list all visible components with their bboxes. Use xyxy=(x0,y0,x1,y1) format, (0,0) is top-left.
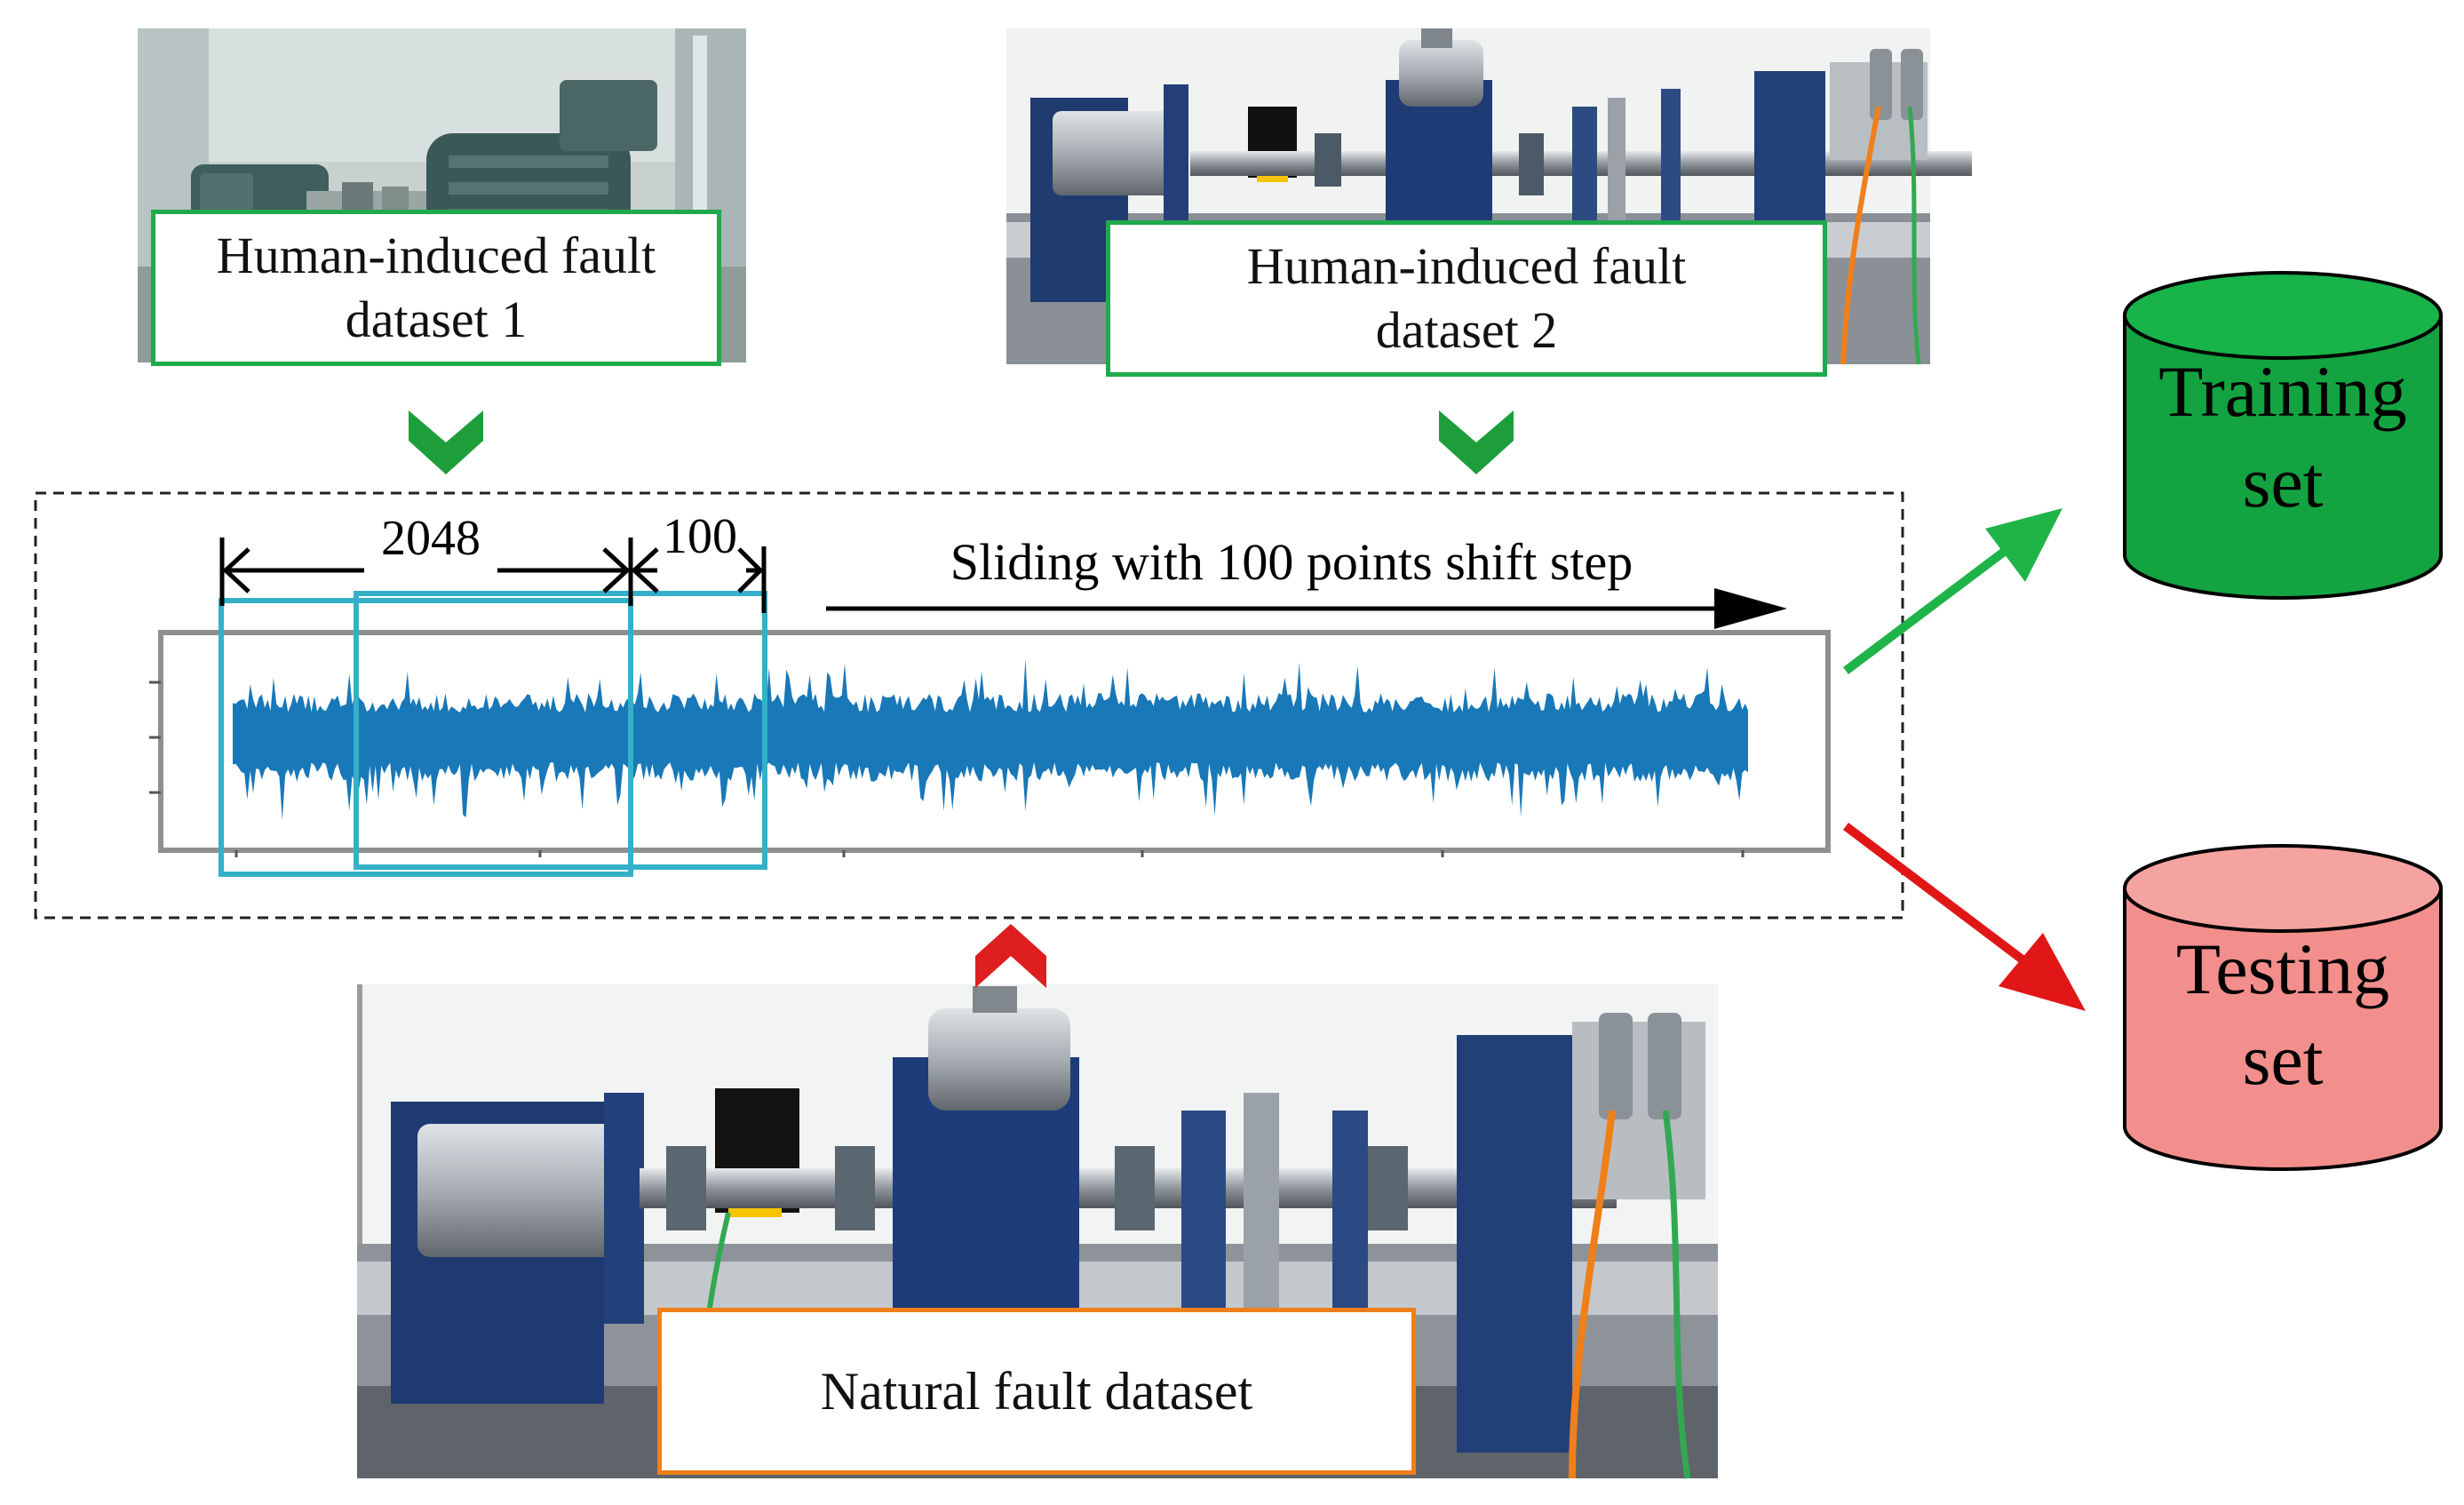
sliding-window-1 xyxy=(219,598,633,877)
sliding-window-2 xyxy=(354,591,767,870)
signal-plot xyxy=(149,630,1831,857)
dataset2-label-line1: Human-induced fault xyxy=(1246,236,1687,295)
window-size-dimension xyxy=(219,538,633,606)
testing-set-label-line2: set xyxy=(2242,1019,2323,1100)
signal-processing-frame xyxy=(34,491,1904,920)
training-set-label-line1: Training xyxy=(2158,351,2406,432)
dataset2-label: Human-induced fault dataset 2 xyxy=(1106,220,1827,377)
shift-size-dimension xyxy=(631,546,767,613)
window-size-label: 2048 xyxy=(381,511,481,566)
dataset1-label-line2: dataset 1 xyxy=(345,291,528,348)
shift-size-label: 100 xyxy=(663,509,737,564)
training-set-database-icon xyxy=(2123,271,2443,600)
vibration-signal-waveform xyxy=(233,658,1748,820)
to-testing-arrow xyxy=(1842,823,2086,1011)
sliding-direction-arrow xyxy=(826,588,1787,629)
chevron-down-icon xyxy=(409,410,483,474)
natural-fault-label-text: Natural fault dataset xyxy=(820,1361,1253,1421)
dataset1-label-line1: Human-induced fault xyxy=(216,226,656,284)
testing-set-label-line1: Testing xyxy=(2176,928,2389,1009)
sliding-description: Sliding with 100 points shift step xyxy=(950,533,1633,591)
natural-fault-label: Natural fault dataset xyxy=(657,1308,1416,1475)
to-training-arrow xyxy=(1842,508,2063,674)
testing-set-database-icon xyxy=(2123,844,2443,1171)
dataset1-label: Human-induced fault dataset 1 xyxy=(151,210,721,366)
training-set-label-line2: set xyxy=(2242,442,2323,522)
dataset2-label-line2: dataset 2 xyxy=(1375,301,1558,359)
chevron-up-icon xyxy=(975,924,1046,988)
chevron-down-icon xyxy=(1439,410,1514,474)
